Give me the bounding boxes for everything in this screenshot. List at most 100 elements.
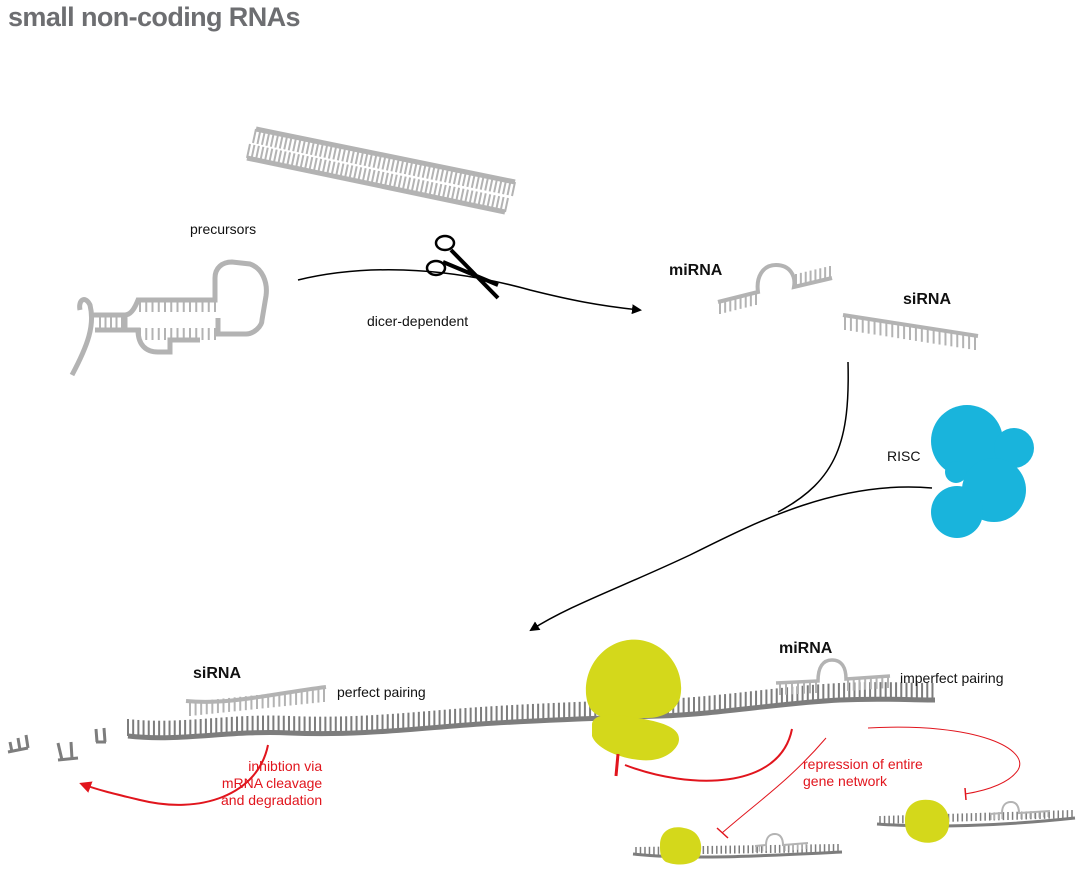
nucleotide-tick — [332, 145, 338, 160]
repressed-mrna-1 — [632, 827, 843, 865]
label-perfect-pairing: perfect pairing — [337, 684, 426, 700]
nucleotide-tick — [286, 152, 292, 167]
nucleotide-tick — [319, 142, 324, 157]
nucleotide-tick — [345, 147, 351, 163]
nucleotide-tick — [348, 165, 354, 180]
nucleotide-tick — [260, 130, 266, 146]
nucleotide-tick — [370, 169, 376, 185]
nucleotide-tick — [268, 148, 274, 163]
nucleotide-tick — [278, 134, 284, 149]
nucleotide-tick — [334, 162, 340, 177]
nucleotide-tick — [488, 177, 494, 192]
nucleotide-tick — [381, 155, 387, 170]
nucleotide-tick — [394, 158, 400, 173]
nucleotide-tick — [256, 129, 262, 145]
label-imperfect-pairing: imperfect pairing — [900, 670, 1004, 686]
label-mirna-bottom: miRNA — [779, 640, 833, 657]
nucleotide-tick — [377, 154, 383, 169]
sirna-to-risc-curve — [777, 361, 849, 513]
nucleotide-tick — [250, 144, 256, 160]
nucleotide-tick — [323, 143, 329, 158]
nucleotide-tick — [254, 145, 260, 161]
nucleotide-tick — [401, 176, 407, 191]
mirna-duplex-top — [717, 262, 833, 314]
nucleotide-tick — [484, 176, 490, 191]
nucleotide-tick — [312, 157, 318, 173]
ribosome-block-bar — [614, 753, 620, 777]
nucleotide-tick — [252, 128, 257, 144]
nucleotide-tick — [310, 140, 316, 156]
target-mrna — [127, 682, 936, 741]
nucleotide-tick — [269, 132, 275, 147]
repression-arrow-2 — [867, 726, 1021, 795]
label-cleavage: inhibtion via mRNA cleavage and degradat… — [221, 758, 323, 808]
sirna-duplex-top — [842, 313, 979, 350]
nucleotide-tick — [463, 189, 469, 204]
nucleotide-tick — [423, 181, 429, 196]
nucleotide-tick — [468, 190, 474, 205]
label-sirna-bottom: siRNA — [193, 665, 242, 682]
nucleotide-tick — [246, 143, 251, 159]
nucleotide-tick — [341, 147, 347, 162]
mrna-fragments — [7, 727, 107, 762]
nucleotide-tick — [432, 182, 438, 198]
nucleotide-tick — [308, 156, 314, 172]
mirna-bound — [775, 658, 891, 695]
nucleotide-tick — [506, 180, 512, 196]
nucleotide-tick — [354, 149, 360, 165]
nucleotide-tick — [265, 131, 271, 146]
nucleotide-tick — [290, 153, 296, 168]
nucleotide-tick — [339, 163, 345, 178]
nucleotide-tick — [368, 152, 374, 167]
label-precursors: precursors — [190, 221, 257, 237]
nucleotide-tick — [259, 146, 265, 162]
nucleotide-tick — [450, 186, 456, 202]
nucleotide-tick — [421, 163, 427, 178]
nucleotide-tick — [303, 155, 309, 171]
ribosome-icon — [585, 639, 682, 761]
repression-bar-2 — [964, 787, 967, 801]
nucleotide-tick — [299, 154, 305, 170]
nucleotide-tick — [383, 172, 389, 188]
nucleotide-tick — [406, 177, 412, 192]
nucleotide-tick — [403, 159, 409, 175]
nucleotide-tick — [357, 167, 363, 182]
nucleotide-tick — [481, 193, 487, 208]
nucleotide-tick — [439, 167, 445, 182]
nucleotide-tick — [359, 150, 365, 166]
risc-complex-icon — [931, 405, 1034, 538]
nucleotide-tick — [263, 147, 269, 162]
dsrna-precursor — [246, 126, 516, 215]
nucleotide-tick — [486, 194, 492, 209]
label-repression: repression of entire gene network — [803, 756, 923, 789]
nucleotide-tick — [294, 154, 300, 169]
nucleotide-tick — [466, 172, 472, 188]
nucleotide-tick — [470, 173, 476, 188]
nucleotide-tick — [511, 181, 516, 197]
nucleotide-tick — [330, 161, 336, 176]
hairpin-precursor — [69, 259, 269, 377]
nucleotide-tick — [475, 174, 481, 189]
nucleotide-tick — [477, 192, 483, 207]
nucleotide-tick — [350, 148, 356, 164]
sirna-bound — [185, 685, 327, 716]
nucleotide-tick — [490, 194, 496, 210]
dicer-arrow — [297, 269, 642, 315]
nucleotide-tick — [388, 173, 394, 189]
nucleotide-tick — [415, 179, 421, 194]
nucleotide-tick — [457, 170, 463, 186]
repressed-mrna-2 — [876, 799, 1076, 843]
nucleotide-tick — [314, 141, 320, 157]
nucleotide-tick — [410, 178, 416, 193]
ribosome-block-curve — [624, 728, 793, 782]
nucleotide-tick — [326, 160, 332, 175]
nucleotide-tick — [459, 188, 465, 203]
nucleotide-tick — [372, 153, 378, 168]
nucleotide-tick — [272, 149, 278, 164]
nucleotide-tick — [343, 164, 349, 179]
nucleotide-tick — [435, 166, 441, 181]
nucleotide-tick — [352, 166, 358, 181]
nucleotide-tick — [412, 161, 418, 177]
